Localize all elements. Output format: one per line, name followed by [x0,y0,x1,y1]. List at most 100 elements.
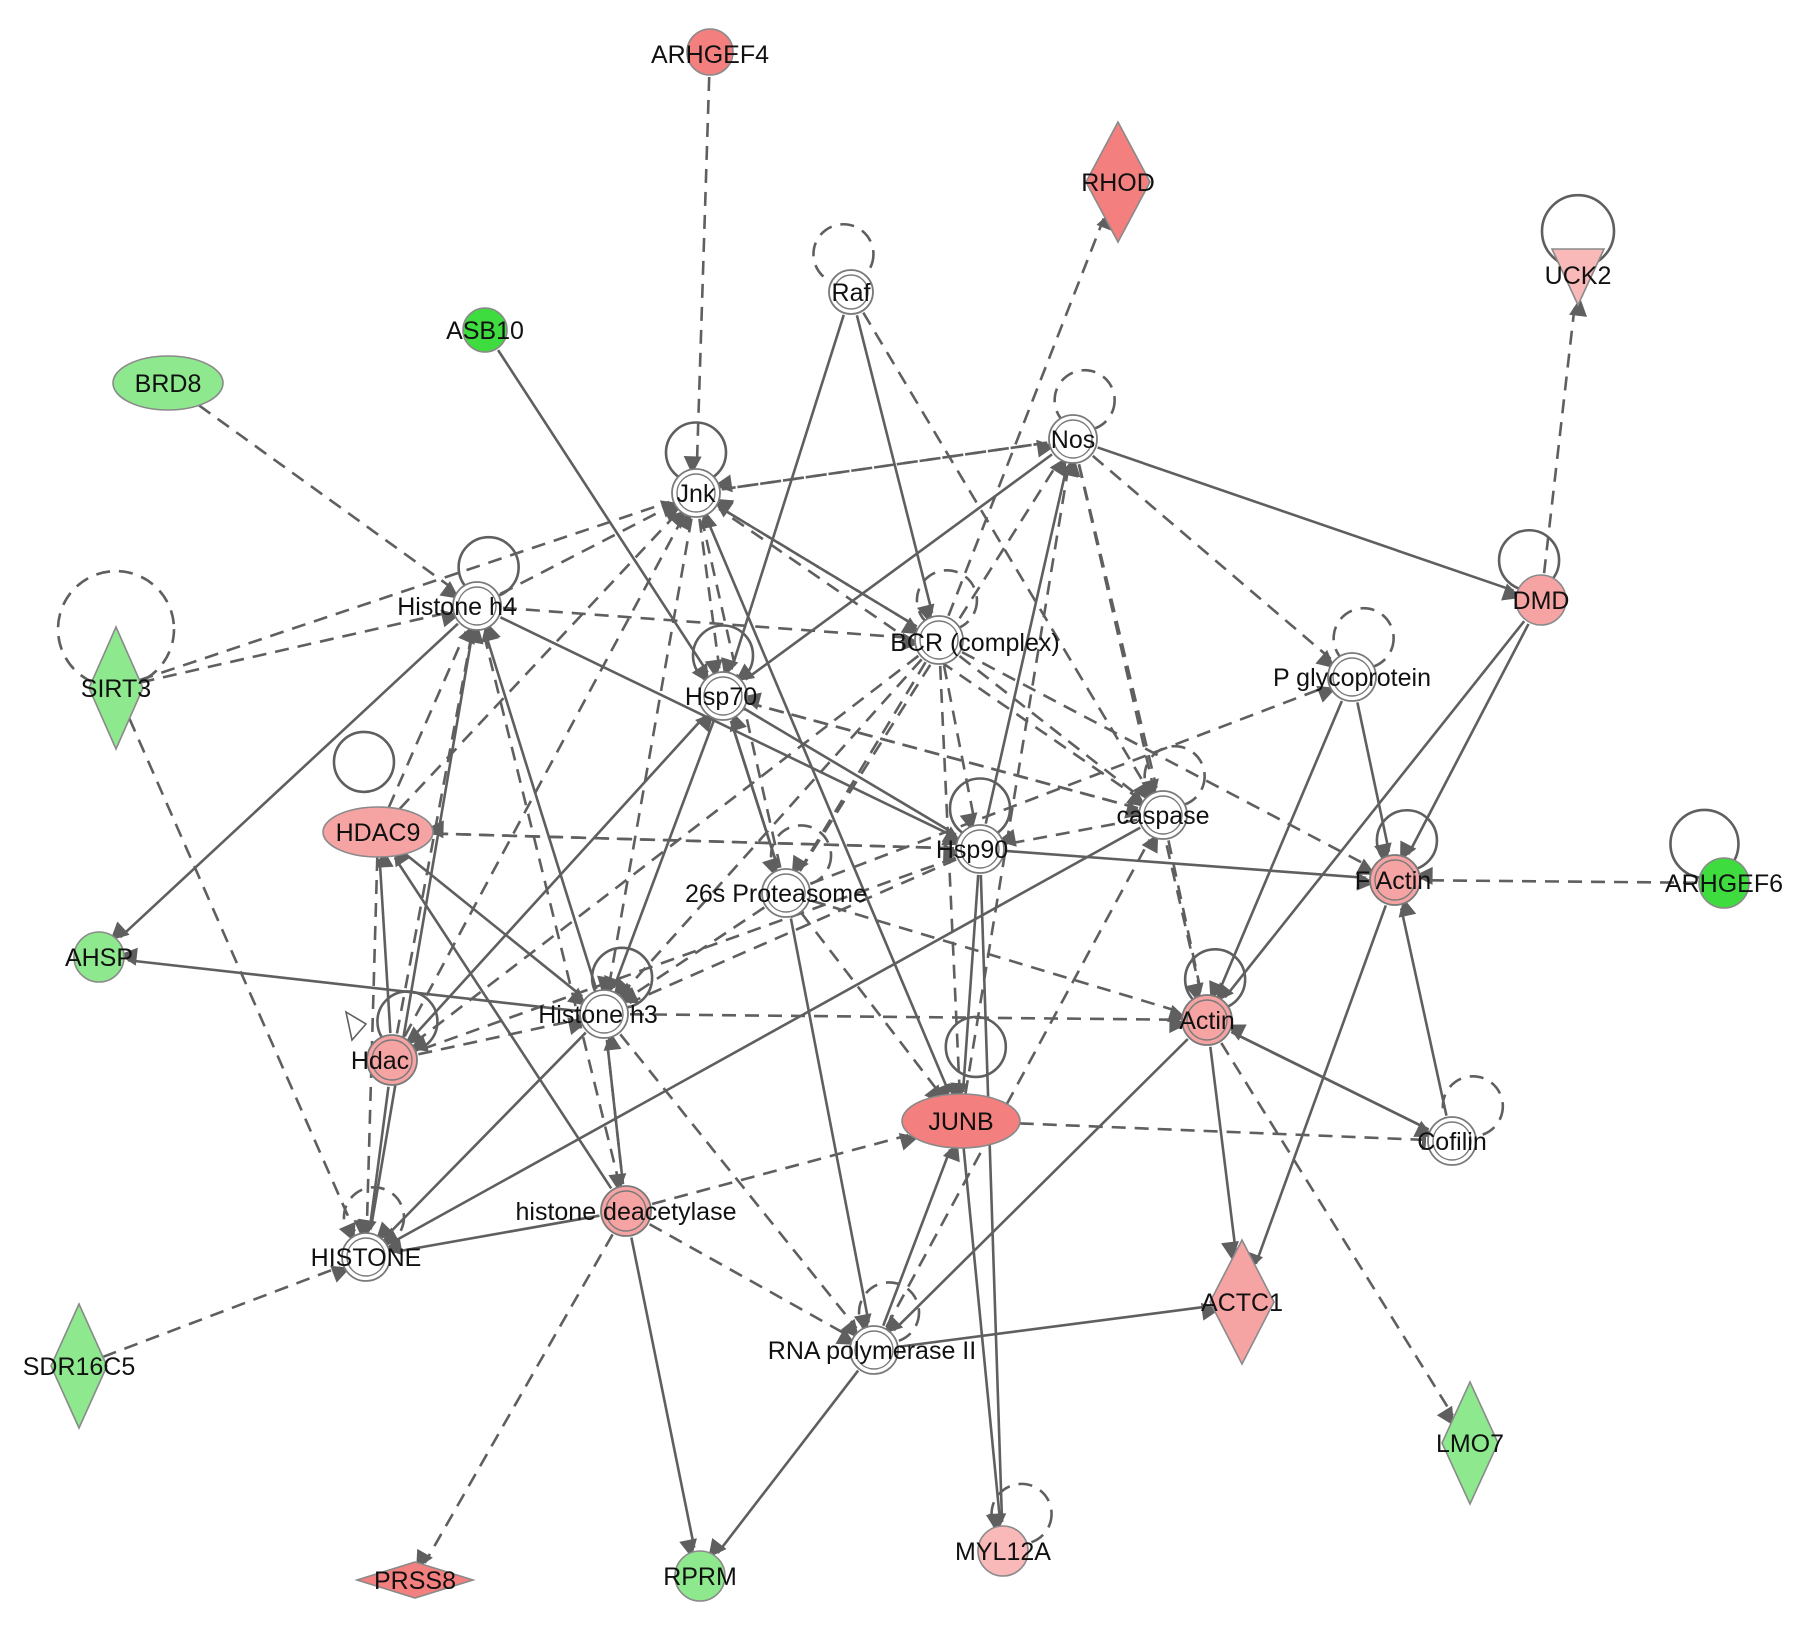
node-inner-ring [346,1237,386,1277]
edge-rnapol-to-junb [882,1142,960,1327]
edge-bcr-to-hdac [404,654,920,1045]
edge-proteasome-to-histone-h3 [616,906,766,1000]
edge-dmd-to-uck2 [1542,297,1588,574]
node-shape [1550,248,1606,307]
node-dmd[interactable]: DMD [1513,574,1570,626]
edge-hdac9-to-histone-h3 [404,852,587,1006]
node-pgp[interactable]: P glycoprotein [1273,652,1431,702]
node-hsp90[interactable]: Hsp90 [936,824,1008,874]
node-label: Hsp70 [685,683,757,711]
node-histone-h3[interactable]: Histone h3 [538,989,658,1039]
node-raf[interactable]: Raf [828,269,874,315]
node-shape [1085,120,1151,244]
node-label: 26s Proteasome [685,880,867,908]
node-label: Cofilin [1417,1128,1486,1156]
node-shape [112,355,224,411]
edge-junb-to-nos [964,458,1081,1095]
node-inner-ring [457,586,497,626]
edge-proteasome-to-nos [798,457,1067,872]
node-label: Nos [1051,426,1095,454]
node-rhod[interactable]: RHOD [1081,120,1155,244]
node-histone-deacetylase[interactable]: histone deacetylase [516,1185,737,1237]
node-label: ARHGEF6 [1665,870,1783,898]
node-rnapol[interactable]: RNA polymerase II [768,1325,976,1375]
edge-hsp90-to-factin [1005,849,1376,891]
node-shape [849,1325,899,1375]
node-bcr[interactable]: BCR (complex) [890,615,1060,665]
node-uck2[interactable]: UCK2 [1545,248,1612,307]
node-shape [977,1525,1029,1577]
node-shape [341,1232,391,1282]
node-ahsp[interactable]: AHSP [65,931,133,983]
self-loop-junb [944,1015,1008,1079]
node-inner-ring [1332,657,1372,697]
edge-cofilin-to-factin [1398,898,1448,1116]
node-shape [462,307,508,353]
node-sdr16c5[interactable]: SDR16C5 [23,1302,136,1430]
node-shape [88,625,144,751]
node-prss8[interactable]: PRSS8 [354,1561,476,1599]
node-shape [1515,574,1567,626]
edge-sdr16c5-to-histone [102,1265,351,1359]
edge-hsp90-to-myl12a [979,874,1007,1532]
node-inner-ring [1143,795,1183,835]
edge-histone-h4-to-ahsp [110,622,459,941]
self-loop-sirt3 [56,569,176,689]
node-label: RPRM [663,1563,737,1591]
node-label: RNA polymerase II [768,1337,976,1365]
node-factin[interactable]: F Actin [1355,854,1431,906]
node-label: P glycoprotein [1273,664,1431,692]
node-rprm[interactable]: RPRM [663,1550,737,1602]
node-inner-ring [1432,1121,1472,1161]
node-cofilin[interactable]: Cofilin [1417,1116,1487,1166]
edge-sirt3-to-histone-h4 [140,609,460,684]
edge-proteasome-to-actin [810,899,1187,1023]
edge-hdac-to-histone [357,1086,390,1239]
node-hsp70[interactable]: Hsp70 [685,671,757,721]
edge-hsp90-to-hdac [408,856,956,1052]
edge-proteasome-to-hsp70 [729,712,780,869]
node-label: Hsp90 [936,836,1008,864]
node-nos[interactable]: Nos [1048,414,1098,464]
node-label: Raf [832,279,871,307]
node-sirt3[interactable]: SIRT3 [81,625,151,751]
node-shape [579,989,629,1039]
node-label: JUNB [928,1108,993,1136]
node-brd8[interactable]: BRD8 [112,355,224,411]
node-label: F Actin [1355,867,1431,895]
node-jnk[interactable]: Jnk [671,468,721,518]
edge-nos-to-actin [1077,464,1203,1002]
edge-proteasome-to-rnapol [789,918,872,1333]
node-inner-ring [1053,419,1093,459]
node-junb[interactable]: JUNB [901,1093,1021,1149]
node-proteasome[interactable]: 26s Proteasome [685,868,867,918]
node-arhgef6[interactable]: ARHGEF6 [1665,857,1783,909]
edge-bcr-to-factin [961,650,1376,875]
node-lmo7[interactable]: LMO7 [1436,1380,1504,1506]
node-arhgef4[interactable]: ARHGEF4 [651,28,769,76]
edge-bcr-to-hsp90 [942,665,978,832]
edge-hdac-to-hsp70 [409,712,714,1041]
node-label: SIRT3 [81,675,151,703]
edge-hsp90-to-junb [950,874,980,1102]
node-label: BRD8 [135,370,202,398]
edge-pgp-to-actin [1209,700,1344,1001]
node-caspase[interactable]: caspase [1116,790,1210,840]
node-hdac9[interactable]: HDAC9 [322,806,434,858]
edge-hsp90-to-histone-h3 [619,858,957,1004]
node-label: PRSS8 [374,1567,456,1595]
edge-actin-to-lmo7 [1220,1042,1455,1426]
node-hdac[interactable]: Hdac [351,1034,418,1086]
node-actin[interactable]: Actin [1179,994,1235,1046]
node-asb10[interactable]: ASB10 [446,307,524,353]
node-label: ARHGEF4 [651,41,769,69]
edge-histone-deacetylase-to-prss8 [416,1233,614,1569]
node-actc1[interactable]: ACTC1 [1201,1238,1283,1366]
node-histone-h4[interactable]: Histone h4 [397,581,517,631]
node-inner-ring [703,676,743,716]
node-histone[interactable]: HISTONE [311,1232,422,1282]
edge-dmd-to-actin [1215,620,1526,1002]
edge-jnk-to-junb [704,516,951,1104]
node-myl12a[interactable]: MYL12A [955,1525,1051,1577]
edge-histone-h4-to-histone [358,631,474,1238]
